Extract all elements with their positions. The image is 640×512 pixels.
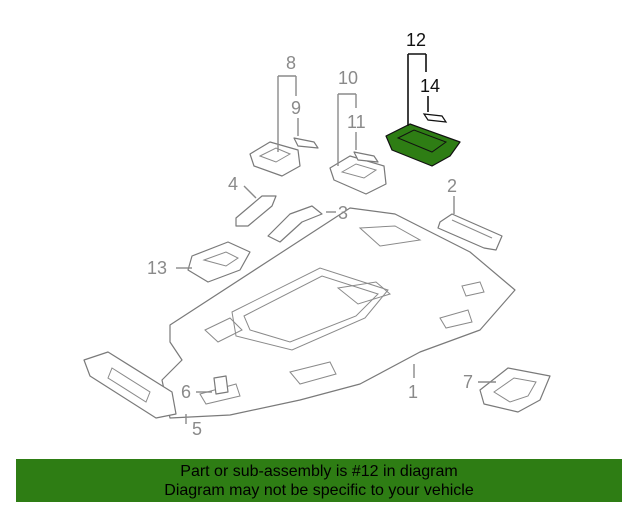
callout-5: 5 — [192, 419, 202, 439]
grab-handle-part-3[interactable] — [267, 205, 323, 243]
bracket-part-4[interactable] — [235, 195, 277, 227]
callout-labels: 1 2 3 4 5 6 7 8 9 10 11 12 13 14 — [147, 30, 473, 439]
info-banner: Part or sub-assembly is #12 in diagram D… — [16, 459, 622, 502]
bulb-part-14[interactable] — [422, 113, 448, 123]
callout-12: 12 — [406, 30, 426, 50]
callout-6: 6 — [181, 382, 191, 402]
leader-lines — [176, 53, 496, 424]
callout-2: 2 — [447, 176, 457, 196]
parts-diagram: 1 2 3 4 5 6 7 8 9 10 11 12 13 14 — [83, 30, 551, 439]
callout-14: 14 — [420, 76, 440, 96]
bulb-part-9[interactable] — [293, 137, 319, 149]
banner-line-2: Diagram may not be specific to your vehi… — [164, 481, 474, 499]
banner-line-1: Part or sub-assembly is #12 in diagram — [180, 462, 458, 480]
callout-8: 8 — [286, 53, 296, 73]
callout-9: 9 — [291, 98, 301, 118]
callout-13: 13 — [147, 258, 167, 278]
callout-7: 7 — [463, 372, 473, 392]
callout-11: 11 — [347, 112, 366, 132]
headliner-part-1[interactable] — [161, 207, 516, 419]
map-lamp-part-8[interactable] — [249, 141, 301, 177]
overhead-console-part-7[interactable] — [479, 367, 551, 413]
trim-panel-part-2[interactable] — [437, 213, 503, 251]
visor-clip-part-6[interactable] — [213, 375, 229, 395]
dome-lamp-part-10[interactable] — [329, 155, 387, 195]
reading-lamp-part-12[interactable] — [385, 123, 461, 167]
callout-3: 3 — [338, 203, 348, 223]
sun-visor-part-5[interactable] — [83, 351, 177, 419]
callout-10: 10 — [338, 68, 358, 88]
bulb-part-11[interactable] — [353, 151, 379, 163]
insulation-pad-part-13[interactable] — [187, 241, 251, 283]
callout-1: 1 — [408, 382, 418, 402]
callout-4: 4 — [228, 174, 238, 194]
